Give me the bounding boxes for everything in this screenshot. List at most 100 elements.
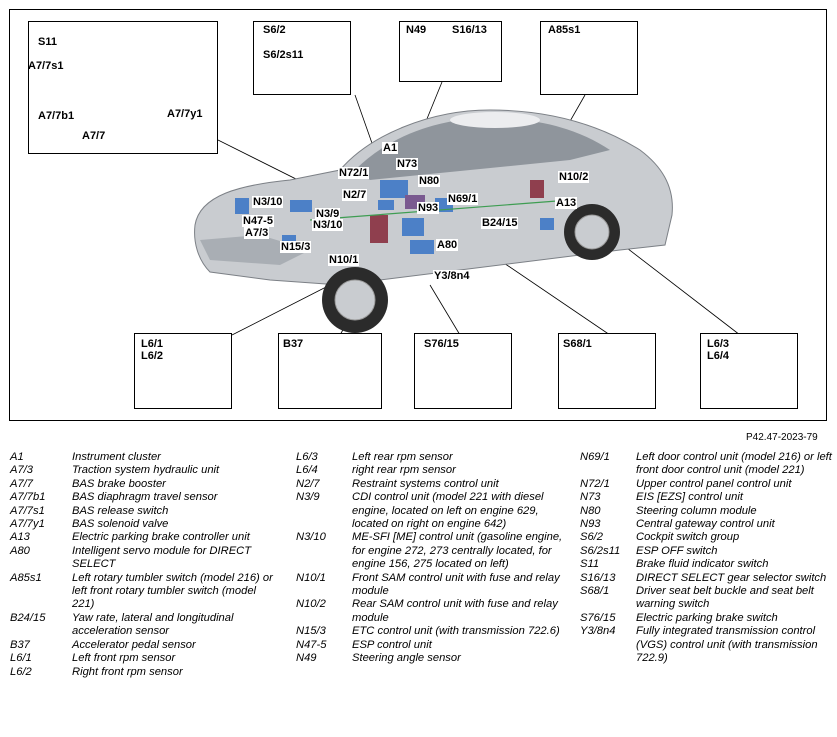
legend-item: Y3/8n4 Fully integrated transmission cont… (580, 625, 832, 665)
legend-description: Steering column module (636, 504, 757, 517)
legend-description: Fully integrated transmission control (V… (636, 625, 818, 665)
legend-description: Steering angle sensor (352, 652, 461, 665)
legend-description: Instrument cluster (72, 451, 161, 463)
legend-code: S68/1 (580, 585, 610, 598)
label-a77y1: A7/7y1 (167, 108, 203, 120)
label-a77s1: A7/7s1 (28, 60, 64, 72)
legend-code: N3/9 (296, 491, 320, 504)
legend-description: ETC control unit (with transmission 722.… (352, 625, 560, 638)
label-a73: A7/3 (244, 227, 270, 239)
legend-description: Left rotary tumbler switch (model 216) o… (72, 571, 273, 611)
label-l63: L6/3 (707, 338, 730, 350)
legend-description: EIS [EZS] control unit (636, 491, 743, 504)
legend-code: S6/2s11 (580, 544, 621, 557)
legend-description: Left door control unit (model 216) or le… (636, 451, 832, 477)
label-n691: N69/1 (447, 193, 479, 205)
inset-rear-rpm-sensor (700, 333, 798, 409)
legend-code: N73 (580, 491, 601, 504)
label-n101: N10/1 (328, 254, 360, 266)
legend-description: Front SAM control unit with fuse and rel… (352, 571, 560, 598)
label-l61: L6/1 (141, 338, 164, 350)
label-n27: N2/7 (342, 189, 368, 201)
legend-description: Rear SAM control unit with fuse and rela… (352, 598, 558, 624)
label-n73: N73 (396, 158, 419, 170)
legend-code: N93 (580, 518, 601, 531)
legend-description: Electric parking brake controller unit (72, 531, 250, 544)
legend-description: Cockpit switch group (636, 531, 740, 544)
legend-code: N10/1 (296, 571, 326, 584)
legend-item: A80 Intelligent servo module for DIRECT S… (10, 545, 280, 572)
legend-code: A85s1 (10, 571, 42, 584)
legend-description: Accelerator pedal sensor (72, 638, 196, 651)
legend-code: A7/7 (10, 477, 34, 490)
legend-code: N10/2 (296, 598, 326, 611)
legend-code: L6/1 (10, 652, 32, 665)
legend-code: N2/7 (296, 477, 320, 490)
legend-code: Y3/8n4 (580, 625, 616, 638)
legend-code: N3/10 (296, 531, 326, 544)
legend-item: S6/2s11 ESP OFF switch (580, 545, 832, 558)
label-a80: A80 (436, 239, 459, 251)
legend-description: Intelligent servo module for DIRECT SELE… (72, 544, 252, 571)
label-a77b1: A7/7b1 (38, 110, 75, 122)
label-n102: N10/2 (558, 171, 590, 183)
legend-code: A80 (10, 544, 30, 557)
label-s11: S11 (38, 36, 57, 48)
legend-description: BAS release switch (72, 504, 169, 517)
legend-code: A7/7b1 (10, 491, 46, 504)
legend-code: L6/3 (296, 451, 318, 463)
legend-column-3: N69/1 Left door control unit (model 216) … (580, 451, 832, 666)
label-n39: N3/9 (315, 208, 341, 220)
legend-item: S6/2 Cockpit switch group (580, 531, 832, 544)
legend-code: S6/2 (580, 531, 604, 544)
legend-description: DIRECT SELECT gear selector switch (636, 571, 827, 584)
label-n310b: N3/10 (312, 219, 344, 231)
label-n49: N49 (406, 24, 427, 36)
inset-seat-belt-buckle (558, 333, 656, 409)
legend-description: Left rear rpm sensor (352, 451, 453, 463)
legend-item: N10/2 Rear SAM control unit with fuse and… (296, 598, 576, 625)
label-n475: N47-5 (242, 215, 274, 227)
label-n153: N15/3 (280, 241, 312, 253)
component-location-diagram: S11 A7/7s1 A7/7b1 A7/7 A7/7y1 S6/2 S6/2s… (9, 9, 827, 421)
inset-parking-brake-switch (414, 333, 512, 409)
label-b2415: B24/15 (481, 217, 519, 229)
legend-item: B37 Accelerator pedal sensor (10, 639, 280, 652)
legend-code: N69/1 (580, 451, 610, 463)
label-s1613: S16/13 (452, 24, 487, 36)
legend-code: N72/1 (580, 477, 610, 490)
legend-item: L6/3 Left rear rpm sensor (296, 451, 576, 464)
legend-description: Yaw rate, lateral and longitudinal accel… (72, 611, 234, 638)
legend-code: B37 (10, 638, 30, 651)
inset-accelerator-pedal (278, 333, 382, 409)
legend-description: ESP OFF switch (636, 544, 718, 557)
label-a77: A7/7 (82, 130, 106, 142)
label-s62: S6/2 (263, 24, 286, 36)
label-a13: A13 (555, 197, 578, 209)
legend-item: N69/1 Left door control unit (model 216) … (580, 451, 832, 478)
label-y38n4: Y3/8n4 (433, 270, 471, 282)
legend-description: right rear rpm sensor (352, 464, 456, 477)
label-l62: L6/2 (141, 350, 164, 362)
label-s681: S68/1 (563, 338, 592, 350)
